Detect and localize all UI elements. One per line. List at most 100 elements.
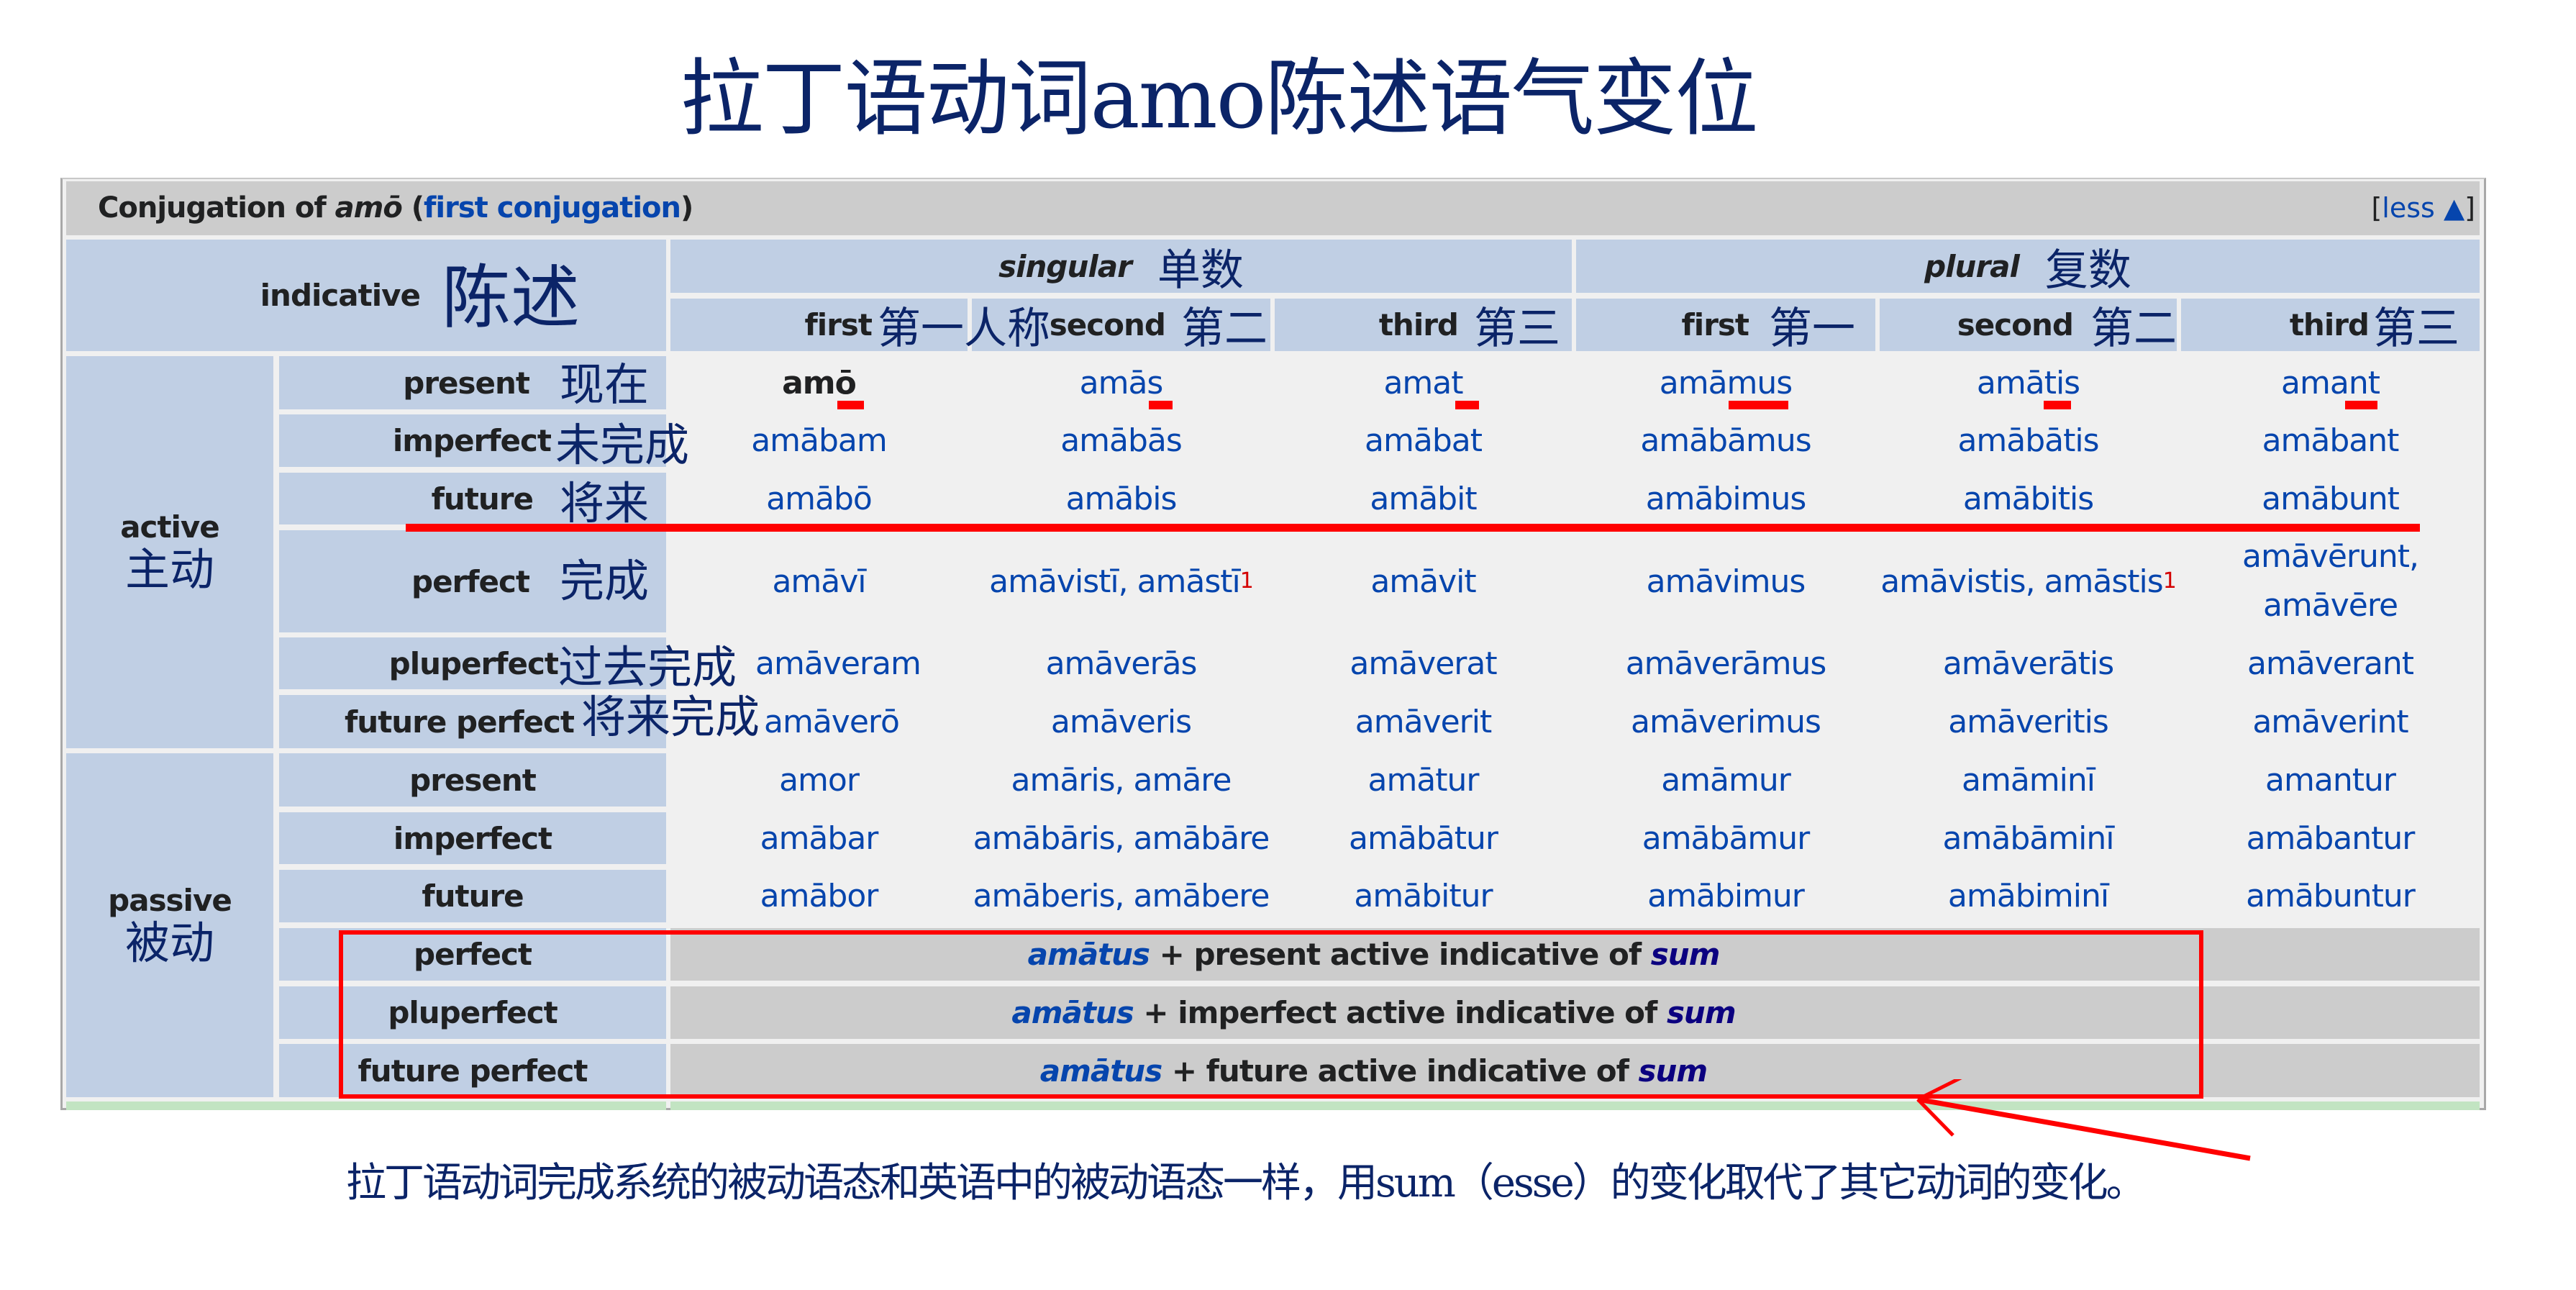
person-label[interactable]: third [1378, 307, 1459, 342]
form-cell[interactable]: amābimur [1647, 878, 1805, 914]
sum-link[interactable]: sum [1666, 995, 1737, 1030]
form-cell[interactable]: amābuntur [2246, 878, 2416, 914]
form-cell[interactable]: amātis [1976, 364, 2080, 401]
voice-header-passive: passive 被动 [66, 753, 273, 1097]
collapse-toggle[interactable]: [less ▲] [2371, 181, 2475, 235]
form-cell[interactable]: amat [1383, 364, 1463, 401]
tense-cn-pluperfect: 过去完成 [558, 641, 737, 694]
form-text[interactable]: amāvistī, amāstī [989, 563, 1241, 600]
form-cell[interactable]: amābantur [2246, 819, 2416, 857]
form-cell[interactable]: amābant [2262, 422, 2400, 459]
tense-label: perfect [411, 563, 530, 599]
form-cell[interactable]: amābātur [1349, 819, 1498, 857]
form-cell[interactable]: amābat [1365, 422, 1483, 459]
form-cell[interactable]: amābitur [1354, 878, 1493, 914]
form-cell[interactable]: amāvimus [1646, 563, 1806, 600]
form-cell[interactable]: amāverit [1355, 703, 1492, 740]
form-cell[interactable]: amās [1079, 364, 1164, 401]
form-cell[interactable]: amāvit [1370, 563, 1476, 600]
tense-header-active-future: future [279, 473, 666, 524]
tense-label: future [422, 878, 524, 914]
form-text[interactable]: amāvēre [2262, 587, 2398, 624]
form-cell[interactable]: amantur [2265, 761, 2396, 799]
participle-link[interactable]: amātus [1011, 995, 1134, 1030]
form-cell[interactable]: amābar [760, 819, 879, 857]
form-cell[interactable]: amābō [766, 480, 873, 517]
form-cell[interactable]: amāveram [755, 645, 921, 682]
tense-header-active-perfect: perfect [279, 530, 666, 632]
form-cell[interactable]: amātur [1367, 761, 1479, 799]
person-label[interactable]: first [1681, 307, 1749, 342]
form-cell[interactable]: amābāmus [1640, 422, 1811, 459]
form-cell[interactable]: amāverint [2252, 703, 2408, 740]
tense-cn-future: 将来 [560, 477, 650, 530]
first-conjugation-link[interactable]: first conjugation [424, 191, 681, 224]
tense-label: future perfect [345, 704, 575, 740]
form-cell[interactable]: amāberis, amābere [973, 878, 1270, 914]
form-cell[interactable]: amāverant [2247, 645, 2414, 682]
form-cell[interactable]: amābunt [2262, 480, 2400, 517]
person-label[interactable]: first [804, 307, 873, 342]
caption-paren: ) [681, 191, 693, 224]
form-cell[interactable]: amāverō [764, 703, 900, 740]
form-cell[interactable]: amābiminī [1947, 878, 2109, 914]
person-label[interactable]: second [1049, 307, 1166, 342]
form-cell[interactable]: amābāris, amābāre [973, 819, 1270, 857]
form-cell[interactable]: amāvērunt, amāvēre [2181, 530, 2480, 632]
tense-label: imperfect [392, 423, 552, 458]
form-text[interactable]: amāvistis, amāstis [1880, 563, 2163, 600]
form-cell[interactable]: amāris, amāre [1011, 761, 1232, 799]
form-cell[interactable]: amāminī [1962, 761, 2095, 799]
tense-label: future [431, 481, 534, 517]
form-cell[interactable]: amāveris [1050, 703, 1192, 740]
periphrastic-note-future-perfect: amātus + future active indicative of sum [670, 1044, 2480, 1097]
form-cell[interactable]: amābās [1060, 422, 1183, 459]
bracket: [ [2371, 192, 2382, 224]
form-cell[interactable]: amābāmur [1642, 819, 1811, 857]
tense-cn-perfect: 完成 [560, 555, 650, 607]
form-cell[interactable]: amābor [760, 878, 879, 914]
form-cell[interactable]: amābit [1370, 480, 1477, 517]
ending-underline [837, 401, 864, 409]
participle-link[interactable]: amātus [1027, 937, 1150, 972]
form-cell[interactable]: amāverātis [1942, 645, 2114, 682]
less-link[interactable]: less [2382, 192, 2435, 224]
person-label[interactable]: second [1957, 307, 2074, 342]
sum-link[interactable]: sum [1650, 937, 1721, 972]
tense-header-active-imperfect: imperfect [279, 414, 666, 467]
form-cell[interactable]: amāmur [1661, 761, 1791, 799]
form-cell[interactable]: amor [779, 761, 860, 799]
form-cell[interactable]: amābimus [1645, 480, 1807, 517]
form-cell[interactable]: amant [2281, 364, 2380, 401]
person-label[interactable]: third [2289, 307, 2370, 342]
form-cell[interactable]: amābis [1065, 480, 1178, 517]
form-cell[interactable]: amābātis [1957, 422, 2099, 459]
triangle-up-icon[interactable]: ▲ [2443, 192, 2465, 224]
form-text[interactable]: amāvērunt, [2242, 538, 2419, 575]
singular-label-cn: 单数 [1157, 245, 1244, 296]
person-label-cn: 第一 [1769, 304, 1855, 354]
form-cell[interactable]: amāverās [1045, 645, 1198, 682]
caption-prefix: Conjugation of [98, 191, 335, 224]
form-cell[interactable]: amāveritis [1948, 703, 2109, 740]
voice-label-cn: 主动 [124, 543, 214, 596]
explanation-caption: 拉丁语动词完成系统的被动语态和英语中的被动语态一样，用sum（esse）的变化取… [346, 1160, 2147, 1207]
form-cell[interactable]: amāmus [1659, 364, 1793, 401]
form-cell[interactable]: amāverat [1350, 645, 1497, 682]
form-cell[interactable]: amābitis [1962, 480, 2094, 517]
table-caption: Conjugation of amō (first conjugation) [98, 181, 693, 235]
form-cell[interactable]: amābam [751, 422, 888, 459]
mood-header: indicative 陈述 [66, 240, 666, 351]
form-cell[interactable]: amāvī [772, 563, 866, 600]
form-cell[interactable]: amāverāmus [1625, 645, 1827, 682]
table-footer-strip [66, 1102, 666, 1110]
form-cell[interactable]: amāverimus [1631, 703, 1821, 740]
form-cell[interactable]: amābāminī [1942, 819, 2115, 857]
sum-link[interactable]: sum [1638, 1053, 1708, 1089]
participle-link[interactable]: amātus [1039, 1053, 1162, 1089]
tense-label: imperfect [393, 820, 552, 856]
